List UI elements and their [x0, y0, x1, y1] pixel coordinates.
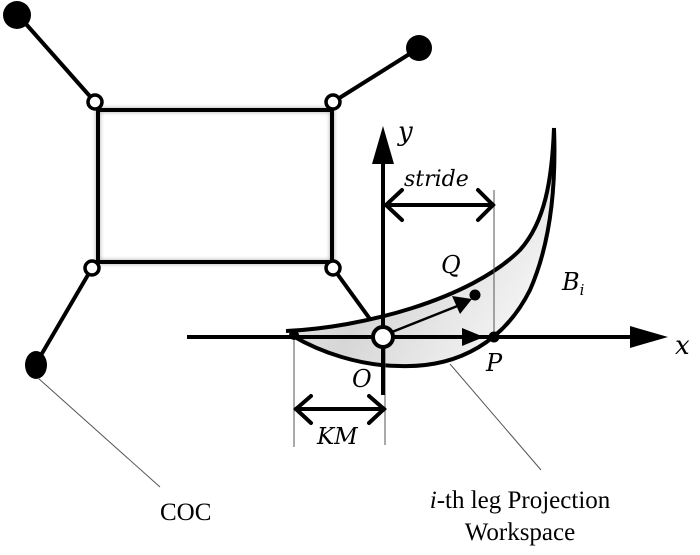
- workspace-region: [288, 130, 555, 367]
- robot-body: [96, 108, 334, 264]
- point-q: [469, 289, 481, 301]
- point-q-label: Q: [441, 251, 461, 279]
- x-axis-label: x: [675, 331, 690, 361]
- leg-front-right: [331, 46, 421, 104]
- workspace-label-line1: i-th leg Projection: [430, 487, 611, 514]
- origin-label: O: [352, 365, 372, 393]
- hip-joint-front-right: [324, 93, 342, 111]
- hip-joints: [83, 93, 342, 277]
- workspace-leader: [449, 363, 542, 471]
- workspace-upper-boundary: [285, 127, 556, 333]
- legs: [16, 13, 421, 364]
- hip-joint-rear-left: [83, 259, 101, 277]
- vector-oq: [391, 301, 466, 334]
- x-axis-arrowhead: [630, 326, 668, 348]
- foot-front-left: [3, 1, 31, 29]
- vector-oq-arrowhead: [452, 296, 472, 314]
- workspace-label-line2: Workspace: [465, 519, 575, 546]
- coc-label: COC: [160, 499, 211, 526]
- foot-front-right: [406, 35, 432, 61]
- origin-joint: [371, 325, 395, 349]
- hip-joint-rear-right: [324, 259, 342, 277]
- leg-front-left: [16, 13, 97, 104]
- point-p-label: P: [485, 349, 503, 377]
- boundary-label: Bi: [561, 268, 585, 299]
- y-axis-arrowhead: [372, 126, 394, 164]
- stride-label: stride: [404, 167, 469, 192]
- point-k: [289, 330, 299, 340]
- point-p: [488, 331, 500, 343]
- vector-op-arrowhead: [462, 328, 484, 346]
- leg-rear-left: [35, 266, 94, 364]
- stride-dimension: [383, 188, 496, 222]
- foot-rear-left: [25, 351, 47, 379]
- hip-joint-front-left: [86, 93, 104, 111]
- km-dimension: [293, 394, 387, 425]
- coc-leader: [37, 377, 161, 488]
- km-label: KM: [316, 424, 359, 450]
- y-axis-label: y: [397, 117, 413, 147]
- workspace-lower-boundary: [291, 127, 557, 369]
